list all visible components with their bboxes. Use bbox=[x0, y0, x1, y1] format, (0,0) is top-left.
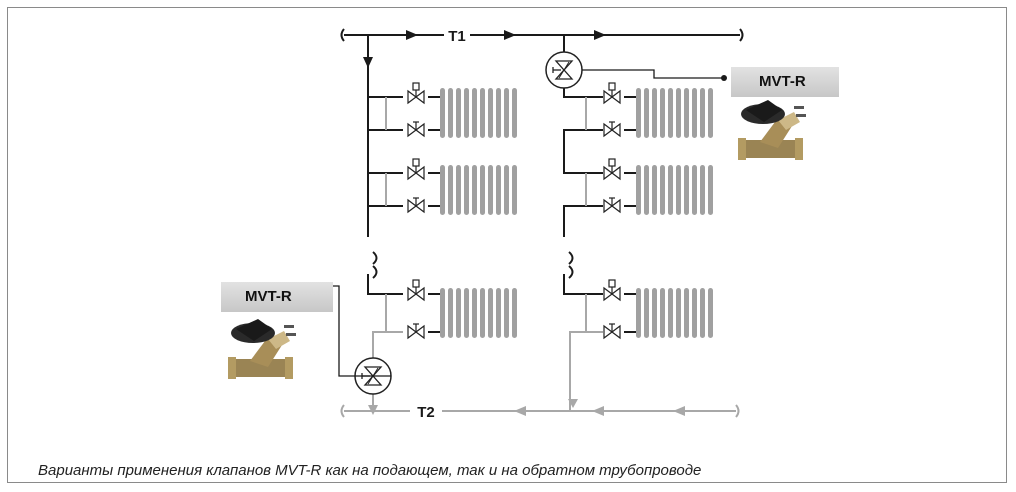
thermostatic-valve-icon bbox=[603, 279, 621, 301]
thermostatic-valve-icon bbox=[407, 158, 425, 180]
radiator bbox=[440, 165, 517, 215]
radiator bbox=[636, 88, 713, 138]
thermostatic-valve-icon bbox=[603, 82, 621, 104]
heating-system-diagram: T1 T2 bbox=[228, 28, 806, 421]
valve-tag-lower: MVT-R bbox=[221, 282, 333, 312]
return-valve-icon bbox=[603, 121, 621, 137]
return-valve-icon bbox=[407, 323, 425, 339]
return-flow-arrows bbox=[368, 399, 685, 416]
return-valve-icon bbox=[603, 197, 621, 213]
thermostatic-valve-icon bbox=[603, 158, 621, 180]
supply-pipe-t1 bbox=[340, 28, 744, 42]
valve-tag-upper: MVT-R bbox=[731, 67, 839, 97]
balancing-valve-supply-icon bbox=[545, 51, 583, 89]
radiator-connections bbox=[428, 96, 636, 333]
right-riser bbox=[563, 35, 603, 411]
radiator bbox=[440, 88, 517, 138]
figure-caption: Варианты применения клапанов MVT-R как н… bbox=[38, 462, 702, 479]
radiator bbox=[440, 288, 517, 338]
return-pipe-t2 bbox=[340, 404, 740, 418]
figure-frame: T1 T2 MVT-R MVT-R Варианты применения кл… bbox=[7, 7, 1007, 483]
radiator bbox=[636, 288, 713, 338]
return-pipe-label: T2 bbox=[417, 404, 435, 421]
return-valve-icon bbox=[407, 197, 425, 213]
thermostatic-valve-icon bbox=[407, 279, 425, 301]
leader-dot bbox=[721, 75, 727, 81]
supply-pipe-label: T1 bbox=[448, 28, 466, 45]
return-valve-icon bbox=[407, 121, 425, 137]
thermostatic-valve-icon bbox=[407, 82, 425, 104]
mvt-r-valve-photo bbox=[228, 319, 296, 379]
mvt-r-valve-photo bbox=[738, 100, 806, 160]
radiator bbox=[636, 165, 713, 215]
left-riser bbox=[367, 35, 403, 411]
tag-leader-lines bbox=[328, 69, 724, 377]
return-valve-icon bbox=[603, 323, 621, 339]
